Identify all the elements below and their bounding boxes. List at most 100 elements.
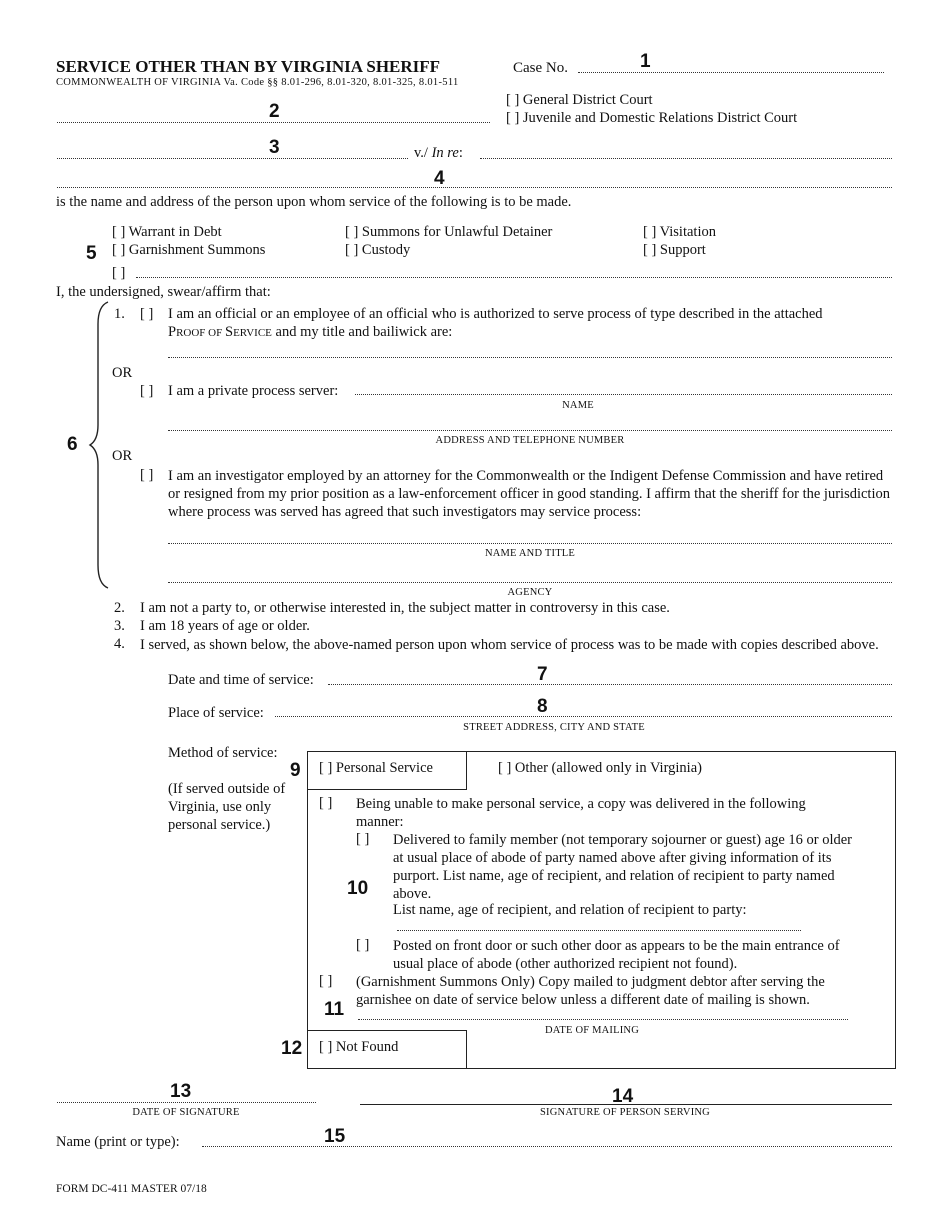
form-title: SERVICE OTHER THAN BY VIRGINIA SHERIFF [56, 57, 441, 76]
name-address-instruction: is the name and address of the person up… [56, 194, 572, 210]
doc-support[interactable]: [ ] Support [643, 242, 706, 258]
doc-custody[interactable]: [ ] Custody [345, 242, 411, 258]
doc-garnishment-summons[interactable]: [ ] Garnishment Summons [112, 242, 266, 258]
official-checkbox[interactable]: [ ] [140, 306, 154, 322]
callout-14: 14 [612, 1086, 634, 1107]
proof-p: P [168, 324, 177, 340]
or-label-1: OR [112, 365, 133, 381]
signature-line[interactable] [360, 1104, 892, 1105]
court-name-field[interactable] [57, 122, 490, 123]
callout-11: 11 [324, 999, 345, 1020]
doc-other-field[interactable] [136, 277, 892, 278]
brace-bracket [88, 301, 109, 589]
or-label-2: OR [112, 448, 133, 464]
signature-caption: SIGNATURE OF PERSON SERVING [540, 1107, 710, 1118]
callout-9: 9 [290, 760, 301, 781]
official-text-line2: PROOF OF SERVICE and my title and bailiw… [168, 324, 452, 341]
date-time-label: Date and time of service: [168, 672, 314, 688]
doc-warrant-in-debt[interactable]: [ ] Warrant in Debt [112, 224, 222, 240]
doc-other-checkbox[interactable]: [ ] [112, 265, 126, 281]
affirmation-intro: I, the undersigned, swear/affirm that: [56, 284, 271, 300]
callout-12: 12 [281, 1038, 303, 1059]
outside-virginia-note: (If served outside of Virginia, use only… [168, 781, 286, 833]
family-recipient-field[interactable] [397, 930, 801, 931]
printed-name-label: Name (print or type): [56, 1134, 180, 1150]
item4-text: I served, as shown below, the above-name… [140, 637, 879, 653]
callout-8: 8 [537, 696, 548, 717]
place-caption: STREET ADDRESS, CITY AND STATE [463, 722, 645, 733]
in-re-colon: : [458, 145, 463, 161]
plaintiff-field[interactable] [57, 158, 408, 159]
agency-caption: AGENCY [507, 587, 553, 598]
item4-number: 4. [114, 636, 125, 652]
form-subtitle: COMMONWEALTH OF VIRGINIA Va. Code §§ 8.0… [56, 77, 459, 88]
versus-label: v./ In re: [414, 145, 463, 162]
private-server-address-field[interactable] [168, 430, 892, 431]
callout-15: 15 [324, 1126, 346, 1147]
garnishment-text: (Garnishment Summons Only) Copy mailed t… [356, 974, 825, 1008]
title-bailiwick-field[interactable] [168, 357, 892, 358]
proof-ervice: ERVICE [233, 327, 272, 339]
court-option-general[interactable]: [ ] General District Court [506, 92, 653, 108]
printed-name-field[interactable] [202, 1146, 892, 1147]
private-server-text: I am a private process server: [168, 383, 339, 399]
method-label: Method of service: [168, 745, 278, 761]
address-caption: ADDRESS AND TELEPHONE NUMBER [435, 435, 625, 446]
item2-text: I am not a party to, or otherwise intere… [140, 600, 670, 616]
callout-3: 3 [269, 137, 280, 158]
garnishment-checkbox[interactable]: [ ] [319, 973, 333, 989]
other-method-option[interactable]: [ ] Other (allowed only in Virginia) [498, 760, 702, 776]
defendant-field[interactable] [480, 158, 892, 159]
case-no-label: Case No. [513, 60, 568, 76]
signature-date-caption: DATE OF SIGNATURE [132, 1107, 240, 1118]
callout-5: 5 [86, 243, 97, 264]
private-server-name-field[interactable] [355, 394, 892, 395]
posted-checkbox[interactable]: [ ] [356, 937, 370, 953]
method-box [307, 751, 896, 1069]
place-label: Place of service: [168, 705, 264, 721]
callout-6: 6 [67, 434, 78, 455]
callout-7: 7 [537, 664, 548, 685]
unable-text: Being unable to make personal service, a… [356, 796, 806, 830]
signature-date-field[interactable] [57, 1102, 316, 1103]
investigator-checkbox[interactable]: [ ] [140, 467, 154, 483]
personal-service-option[interactable]: [ ] Personal Service [319, 760, 433, 776]
place-field[interactable] [275, 716, 892, 717]
court-option-juvenile[interactable]: [ ] Juvenile and Domestic Relations Dist… [506, 110, 798, 126]
callout-4: 4 [434, 168, 445, 189]
proof-roof: ROOF OF [176, 327, 225, 339]
doc-visitation[interactable]: [ ] Visitation [643, 224, 716, 240]
callout-2: 2 [269, 101, 280, 122]
person-name-address-field[interactable] [57, 187, 892, 188]
not-found-box [307, 1030, 467, 1069]
posted-text: Posted on front door or such other door … [393, 938, 840, 972]
mailing-caption: DATE OF MAILING [545, 1025, 639, 1036]
callout-10: 10 [347, 878, 369, 899]
mailing-date-field[interactable] [358, 1019, 848, 1020]
item1-number: 1. [114, 306, 125, 322]
item3-number: 3. [114, 618, 125, 634]
family-text: Delivered to family member (not temporar… [393, 832, 853, 902]
not-found-option[interactable]: [ ] Not Found [319, 1039, 399, 1055]
doc-unlawful-detainer[interactable]: [ ] Summons for Unlawful Detainer [345, 224, 553, 240]
date-time-field[interactable] [328, 684, 892, 685]
unable-checkbox[interactable]: [ ] [319, 795, 333, 811]
personal-service-box [307, 751, 467, 790]
name-caption: NAME [562, 400, 594, 411]
private-server-checkbox[interactable]: [ ] [140, 383, 154, 399]
investigator-name-title-field[interactable] [168, 543, 892, 544]
family-checkbox[interactable]: [ ] [356, 831, 370, 847]
in-re-text: In re [431, 145, 459, 161]
name-title-caption: NAME AND TITLE [484, 548, 576, 559]
item2-number: 2. [114, 600, 125, 616]
official-text: I am an official or an employee of an of… [168, 306, 823, 322]
investigator-agency-field[interactable] [168, 582, 892, 583]
form-id: FORM DC-411 MASTER 07/18 [56, 1183, 207, 1195]
versus-text: v./ [414, 145, 428, 161]
item3-text: I am 18 years of age or older. [140, 618, 310, 634]
family-list-label: List name, age of recipient, and relatio… [393, 902, 747, 918]
case-no-field[interactable] [578, 72, 884, 73]
official-text-end: and my title and bailiwick are: [271, 324, 453, 340]
callout-1: 1 [640, 51, 651, 72]
investigator-text: I am an investigator employed by an atto… [168, 468, 890, 520]
